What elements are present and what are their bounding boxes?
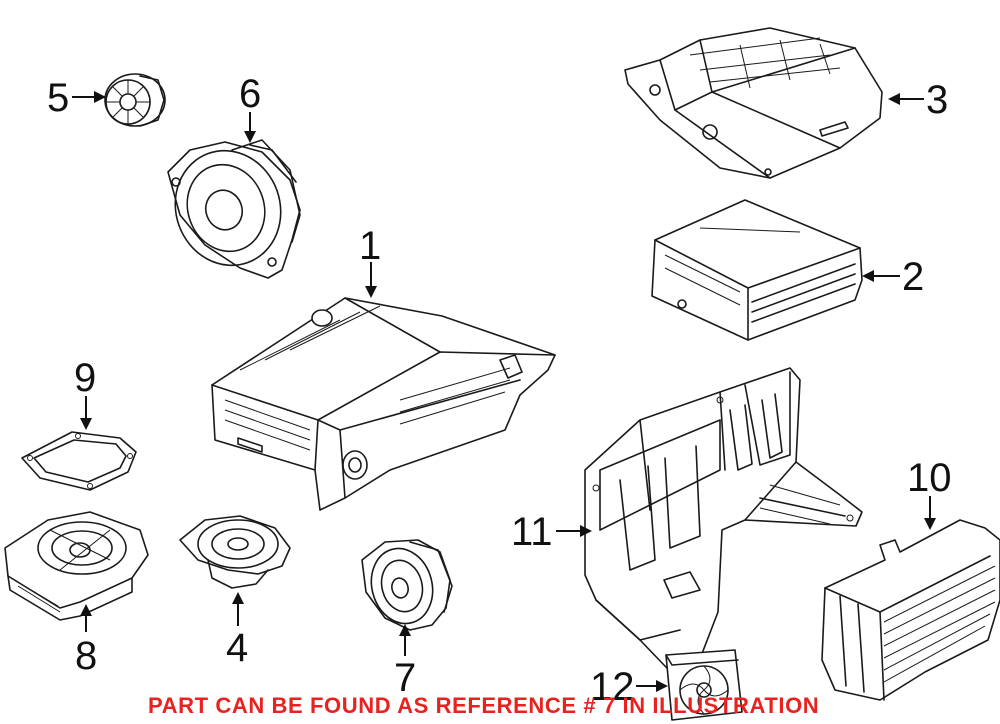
part-10-amplifier [821,519,1000,701]
callout-leaders [72,91,936,692]
part-8-subwoofer [4,511,149,621]
part-5-tweeter [104,73,166,127]
callout-2: 2 [902,255,925,299]
callout-10: 10 [907,456,952,500]
part-3-amplifier [624,27,883,179]
callout-11: 11 [511,510,553,554]
part-2-media-unit [651,199,863,341]
part-6-speaker [167,139,301,279]
part-4-speaker [179,515,291,589]
callout-6: 6 [239,72,262,116]
callout-1: 1 [359,224,382,268]
callout-12: 12 [590,665,635,709]
callout-5: 5 [47,76,70,120]
part-11-bracket [584,367,863,691]
callout-4: 4 [226,626,249,670]
part-9-gasket [21,431,137,491]
part-1-head-unit [211,297,556,511]
callout-3: 3 [926,78,949,122]
part-12-fan [665,649,743,721]
part-7-speaker [361,539,453,631]
reference-banner: PART CAN BE FOUND AS REFERENCE # 7 IN IL… [148,693,820,718]
callout-9: 9 [74,356,97,400]
callout-8: 8 [75,634,98,678]
callout-7: 7 [394,656,417,700]
